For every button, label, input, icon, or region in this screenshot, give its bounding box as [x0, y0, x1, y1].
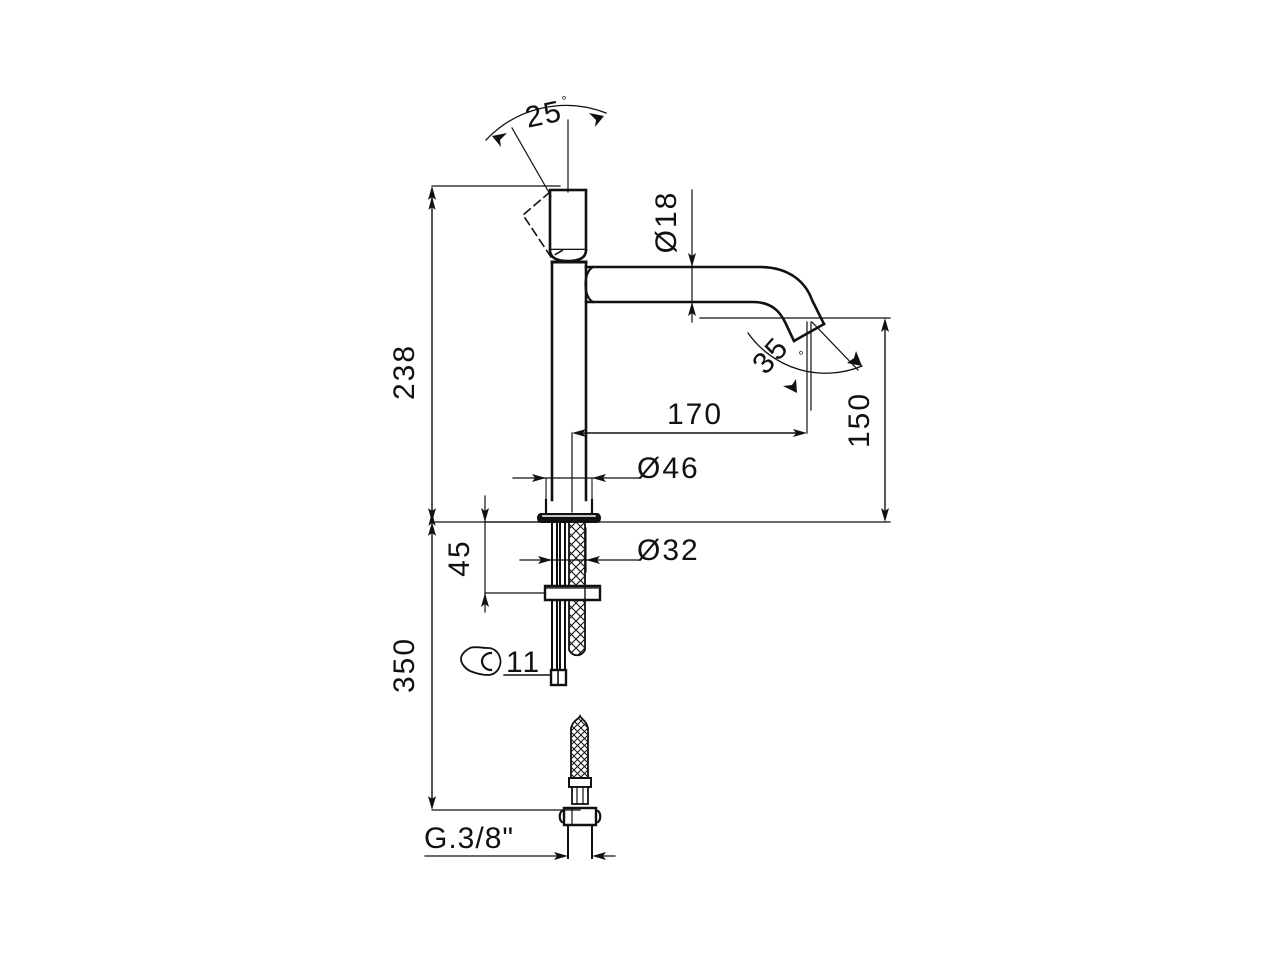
- dimension-label-thread: G.3/8": [424, 822, 514, 855]
- dimension-170: [572, 429, 807, 437]
- handle-tilted-phantom: [521, 190, 565, 259]
- dimension-angle-35: [747, 321, 863, 411]
- dimension-label-150: 150: [843, 392, 876, 448]
- wrench-symbol: [460, 646, 552, 676]
- dimension-angle-25: [485, 104, 607, 197]
- extension-lines: [431, 185, 891, 811]
- dimension-dia18: [688, 189, 696, 323]
- dimension-label-dia18: Ø18: [650, 191, 683, 254]
- degree-symbol-35: °: [798, 348, 803, 363]
- dimension-thread-g38: [424, 852, 616, 860]
- dimension-label-angle25: 25: [522, 95, 565, 135]
- degree-symbol-25: °: [561, 93, 566, 108]
- dimension-dia32: [519, 527, 641, 573]
- dimension-dia46: [512, 474, 641, 515]
- dimension-label-350: 350: [388, 637, 421, 693]
- tap-column: [550, 260, 588, 502]
- dimension-label-170: 170: [667, 398, 723, 431]
- dimension-150: [881, 318, 889, 522]
- dimension-label-238: 238: [388, 344, 421, 400]
- supply-hose-connector: [558, 713, 602, 859]
- threaded-shank-assembly: [543, 521, 602, 687]
- dimension-label-45: 45: [443, 539, 476, 576]
- dimension-238: [428, 186, 436, 526]
- dimension-45: [481, 495, 546, 613]
- handle-lever-body: [548, 188, 588, 263]
- base-flange: [537, 498, 601, 523]
- dimension-label-wrench-11: 11: [506, 646, 541, 679]
- dimension-label-dia32: Ø32: [637, 534, 700, 567]
- dimension-350: [428, 522, 436, 810]
- dimension-label-dia46: Ø46: [637, 452, 700, 485]
- dimension-label-angle35: 35: [746, 331, 796, 381]
- spout-arm: [584, 265, 826, 343]
